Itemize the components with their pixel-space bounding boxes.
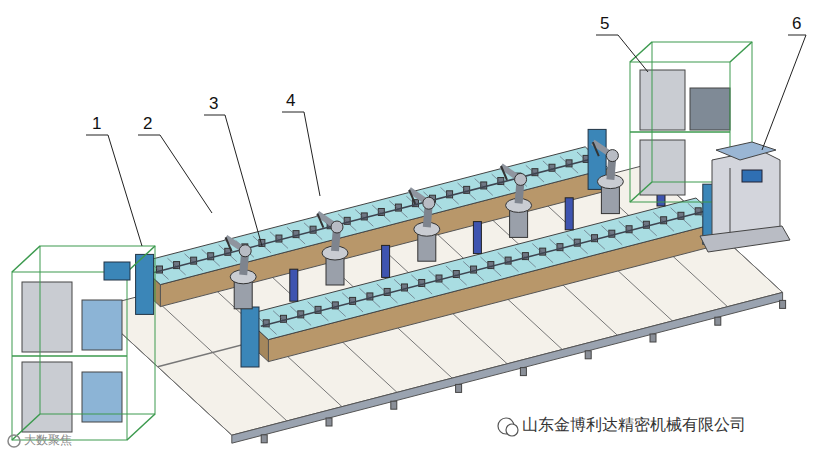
robot-pedestal	[418, 233, 436, 261]
clamp-cylinder	[382, 245, 390, 277]
turning-post	[136, 254, 154, 314]
welding-torch	[593, 142, 599, 156]
robot-pedestal	[234, 281, 252, 309]
leader-line	[86, 135, 142, 246]
control-panel	[716, 142, 776, 160]
leveling-foot	[391, 401, 397, 409]
leveling-foot	[715, 317, 721, 325]
robot-joint	[423, 197, 435, 209]
leveling-foot	[326, 418, 332, 426]
clamp-cylinder	[290, 269, 298, 301]
callout-number: 3	[209, 95, 218, 114]
left-frame-back	[40, 246, 155, 414]
leveling-foot	[780, 300, 786, 308]
welding-torch	[226, 237, 232, 251]
robot-joint	[606, 150, 618, 162]
leader-line	[138, 135, 212, 213]
fixture-bar	[423, 192, 441, 209]
cabinet-base	[700, 226, 790, 252]
company-watermark: 山东金博利达精密机械有限公司	[522, 416, 746, 434]
turning-post	[241, 307, 259, 367]
watermark-logo	[8, 435, 20, 447]
right-frame-edge	[630, 42, 652, 62]
welding-torch	[501, 166, 507, 180]
power-unit	[640, 70, 685, 130]
leader-line	[204, 115, 262, 246]
wechat-icon	[506, 424, 518, 436]
workpiece-beam	[261, 211, 704, 326]
left-frame-shelf	[12, 355, 127, 357]
left-frame-edge	[127, 414, 155, 440]
left-frame-edge	[127, 246, 155, 272]
callout-number: 1	[92, 115, 101, 134]
left-frame-front	[12, 272, 127, 440]
front-bed-top	[242, 198, 722, 340]
robot-joint	[331, 221, 343, 233]
right-frame-edge	[630, 182, 652, 202]
right-frame-shelf	[630, 131, 730, 133]
right-frame-edge	[730, 42, 752, 62]
leveling-foot	[456, 384, 462, 392]
callout-number: 4	[286, 92, 295, 111]
robot-pedestal	[601, 186, 619, 214]
welding-torch	[409, 190, 415, 204]
workpiece-beam	[154, 159, 591, 272]
leveling-foot	[585, 351, 591, 359]
power-unit	[22, 282, 72, 352]
left-frame-edge	[12, 246, 40, 272]
clamp-cylinder	[473, 222, 481, 254]
leveling-foot	[650, 334, 656, 342]
wire-feeder	[82, 300, 122, 350]
base-frame	[94, 165, 783, 435]
leader-line	[762, 35, 806, 150]
robot-joint	[239, 245, 251, 257]
source-watermark: 大数聚焦	[24, 434, 72, 447]
callout-number: 2	[143, 115, 152, 134]
power-unit	[22, 362, 72, 432]
leveling-foot	[261, 435, 267, 443]
welding-torch	[317, 214, 323, 228]
robot-pedestal	[510, 209, 528, 237]
junction-box	[104, 262, 130, 280]
leader-line	[282, 112, 320, 196]
robot-joint	[515, 173, 527, 185]
wire-feeder	[690, 88, 730, 130]
robot-pedestal	[326, 257, 344, 285]
callout-number: 5	[600, 15, 609, 34]
callout-number: 6	[792, 15, 801, 34]
leveling-foot	[520, 368, 526, 376]
leader-line	[596, 35, 648, 72]
clamp-cylinder	[565, 198, 573, 230]
touch-screen	[742, 170, 762, 182]
